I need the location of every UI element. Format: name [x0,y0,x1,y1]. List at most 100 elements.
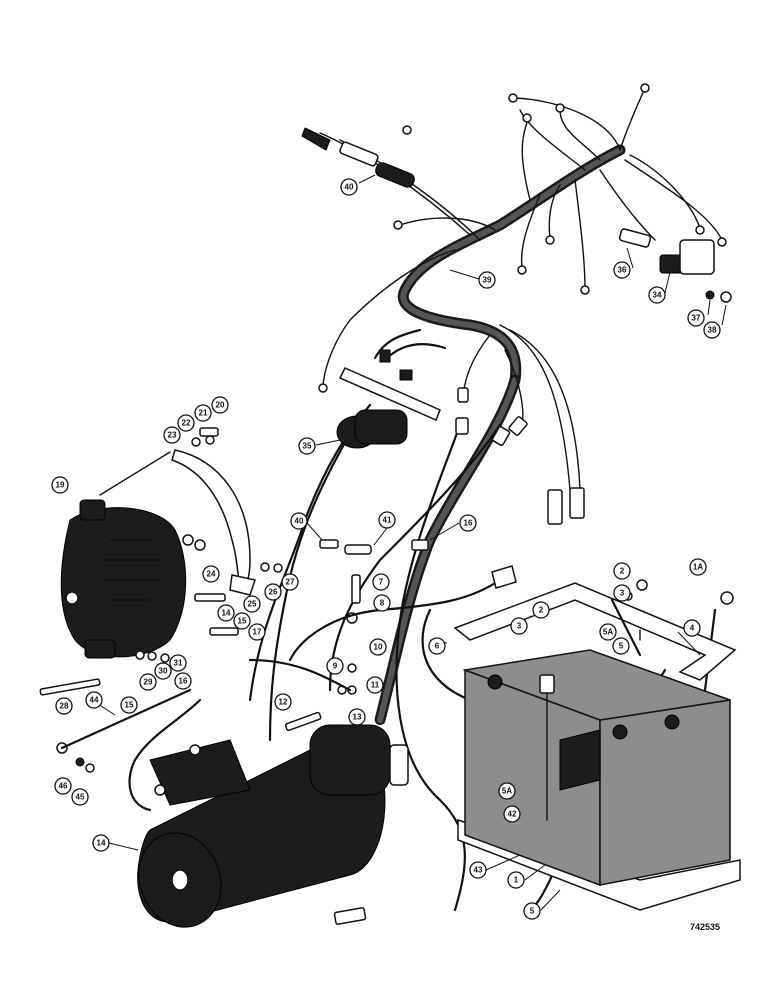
callout-23: 22 [177,414,195,432]
callout-10-label: 10 [374,643,383,652]
callout-30-label: 29 [144,678,153,687]
callout-27-label: 26 [269,588,278,597]
callout-17: 14 [217,604,235,622]
callout-5-top-label: 5 [619,642,624,651]
callout-2b: 2 [532,601,550,619]
callout-12: 12 [274,693,292,711]
callout-13: 13 [348,708,366,726]
callout-3b: 3 [510,617,528,635]
callout-14-label: 14 [97,839,106,848]
callout-40-label: 40 [295,517,304,526]
callout-38: 39 [478,271,496,289]
callout-17-label: 14 [222,609,231,618]
battery-assembly [453,582,741,911]
callout-19: 17 [248,623,266,641]
callout-2a-label: 2 [620,567,625,576]
callout-16a: 16 [459,514,477,532]
callout-27: 26 [264,583,282,601]
callout-36-label: 37 [692,314,701,323]
callout-37-label: 38 [708,326,717,335]
callout-5A-bottom-label: 5A [502,787,512,796]
callout-15: 15 [120,696,138,714]
callout-11: 11 [366,676,384,694]
callout-9-label: 9 [333,662,338,671]
callout-39: 40 [340,178,358,196]
callout-20: 19 [51,476,69,494]
callout-35: 36 [613,261,631,279]
callout-32: 31 [169,654,187,672]
callout-1A-label: 1A [693,563,703,572]
callout-22: 21 [194,404,212,422]
callout-5-bottom-label: 5 [530,907,535,916]
callout-46-label: 46 [59,782,68,791]
callout-3a-label: 3 [620,589,625,598]
callout-1-label: 1 [514,876,519,885]
starter-solenoid [336,328,447,449]
callout-45-label: 45 [76,793,85,802]
callout-41-label: 41 [383,516,392,525]
callout-34: 34 [648,286,666,304]
callout-6-label: 6 [435,642,440,651]
callout-34-label: 34 [653,291,662,300]
callout-41: 41 [378,511,396,529]
callout-35-label: 36 [618,266,627,275]
callout-36: 37 [687,309,705,327]
callout-31-label: 30 [159,667,168,676]
callout-16a-label: 16 [464,519,473,528]
callout-43: 43 [469,861,487,879]
callout-18: 15 [233,612,251,630]
callout-38-label: 39 [483,276,492,285]
callout-4: 4 [683,619,701,637]
callout-21-label: 20 [216,401,225,410]
switch-assembly [618,228,732,303]
callout-29: 28 [55,697,73,715]
adjusting-strap [99,449,256,596]
callout-22-label: 21 [199,409,208,418]
callout-11-label: 11 [371,681,380,690]
callout-42: 42 [503,805,521,823]
callout-14: 14 [92,834,110,852]
drawing-number: 742535 [690,922,721,932]
fasteners [39,427,734,773]
callout-13-label: 13 [353,713,362,722]
callout-16b: 16 [174,672,192,690]
callout-18-label: 15 [238,617,247,626]
callout-7-label: 7 [379,578,384,587]
starter-motor [137,724,409,928]
plug-connectors [333,387,585,925]
callout-5A-top: 5A [599,623,617,641]
callout-28: 27 [281,573,299,591]
callout-16b-label: 16 [179,677,188,686]
callout-8-label: 8 [380,599,385,608]
callout-5A-top-label: 5A [603,628,613,637]
callout-39-label: 40 [345,183,354,192]
callout-33-label: 35 [303,442,312,451]
callout-25: 24 [202,565,220,583]
top-ring-terminals [301,83,727,393]
callout-6: 6 [428,637,446,655]
callout-24: 23 [163,426,181,444]
callout-2a: 2 [613,562,631,580]
callout-5A-bottom: 5A [498,782,516,800]
callout-23-label: 22 [182,419,191,428]
callout-4-label: 4 [690,624,695,633]
callout-7: 7 [372,573,390,591]
callout-31: 30 [154,662,172,680]
callout-24-label: 23 [168,431,177,440]
callout-19-label: 17 [253,628,262,637]
callout-42-label: 42 [508,810,517,819]
callout-12-label: 12 [279,698,288,707]
callout-5-top: 5 [612,637,630,655]
alternator [60,499,206,659]
callout-5-bottom: 5 [523,902,541,920]
callout-46: 46 [54,777,72,795]
callout-3b-label: 3 [517,622,522,631]
callout-44-label: 44 [90,696,99,705]
callout-9: 9 [326,657,344,675]
callout-1: 1 [507,871,525,889]
callout-15-label: 15 [125,701,134,710]
callout-45: 45 [71,788,89,806]
callout-43-label: 43 [474,866,483,875]
callout-20-label: 19 [56,481,65,490]
